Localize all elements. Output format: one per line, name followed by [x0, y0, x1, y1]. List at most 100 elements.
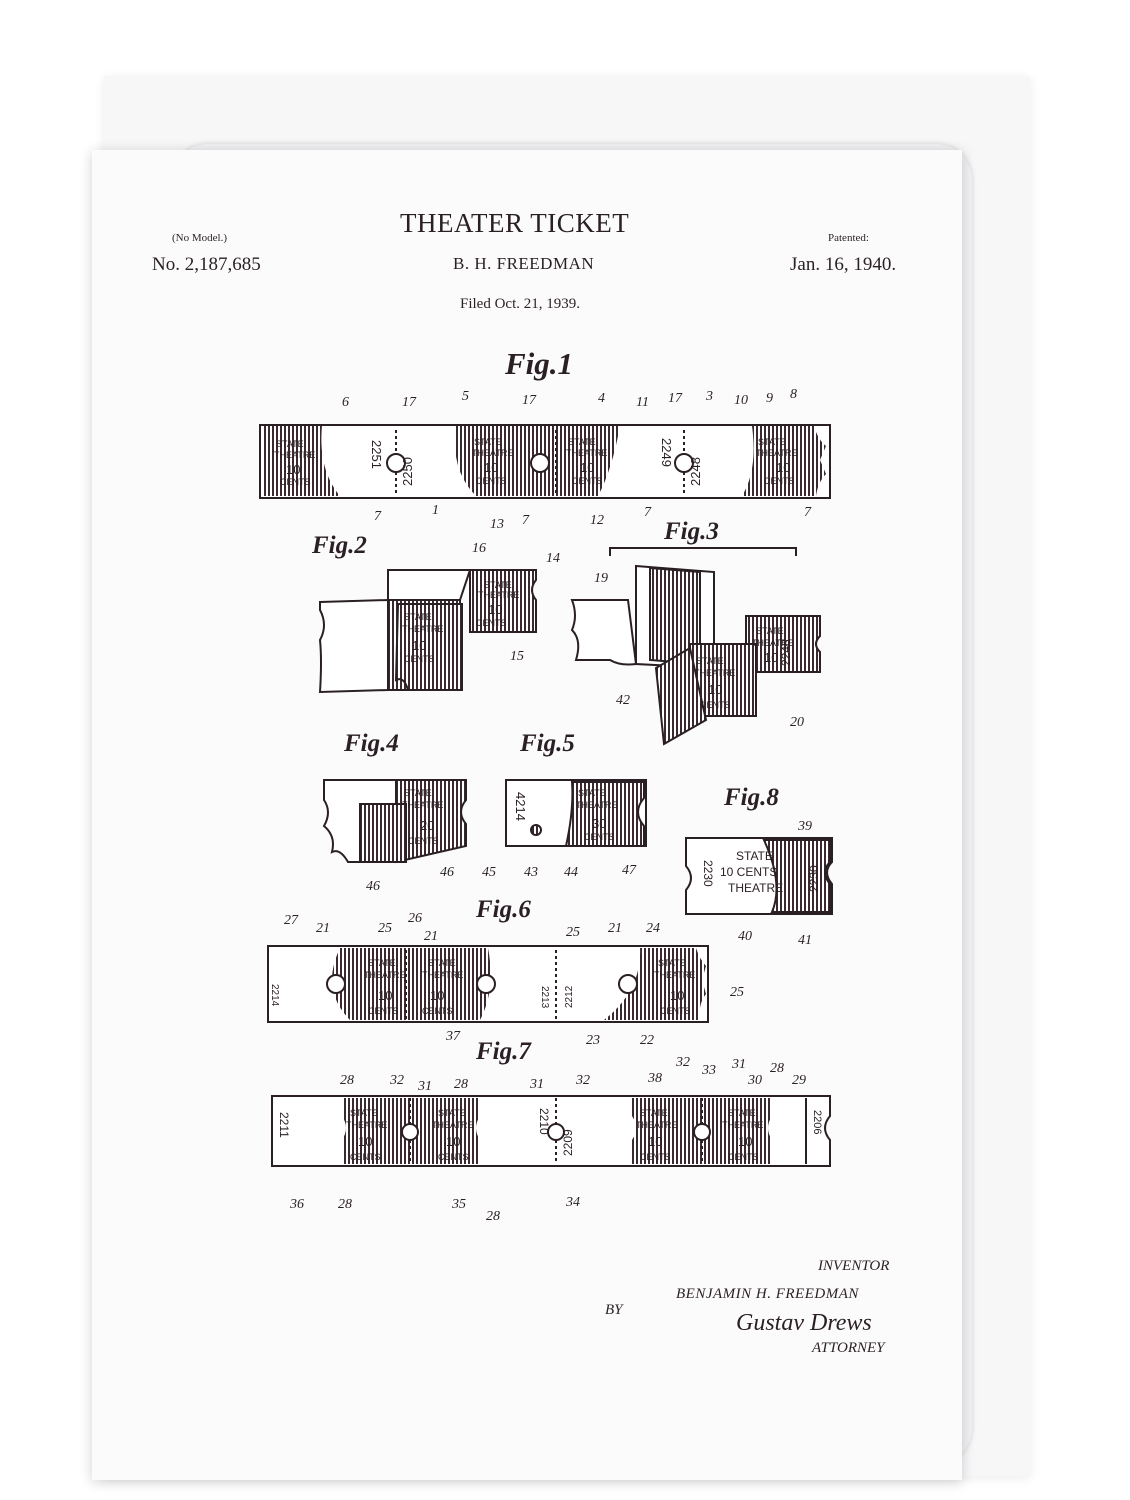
svg-text:21: 21 — [424, 929, 438, 944]
inventor-label: INVENTOR — [818, 1258, 890, 1274]
patent-number: No. 2,187,685 — [152, 254, 261, 275]
fig1-serial-2248: 2248 — [688, 457, 703, 486]
fig7-label: Fig.7 — [476, 1038, 531, 1065]
svg-text:40: 40 — [738, 929, 752, 944]
svg-text:37: 37 — [445, 1029, 461, 1044]
fig6-state-b: STATE — [428, 958, 456, 968]
svg-text:28: 28 — [340, 1073, 354, 1088]
fig1-state-a: STATE — [276, 439, 304, 449]
svg-text:27: 27 — [284, 913, 299, 928]
fig1-theatre-a: THEATRE — [274, 450, 315, 460]
fig1-cents-d: CENTS — [764, 476, 795, 486]
fig5-label: Fig.5 — [520, 730, 575, 757]
svg-text:3: 3 — [705, 389, 713, 404]
svg-text:13: 13 — [490, 517, 504, 532]
svg-text:16: 16 — [472, 541, 486, 556]
fig6-cents-c: CENTS — [660, 1006, 691, 1016]
fig7-state-b: STATE — [438, 1108, 466, 1118]
svg-text:28: 28 — [338, 1197, 352, 1212]
svg-text:19: 19 — [594, 571, 608, 586]
svg-text:43: 43 — [524, 865, 538, 880]
svg-text:35: 35 — [451, 1197, 466, 1212]
fig5-cents: CENTS — [584, 832, 615, 842]
fig2-label: Fig.2 — [312, 532, 367, 559]
svg-text:32: 32 — [575, 1073, 590, 1088]
fig7-state-c: STATE — [640, 1108, 668, 1118]
svg-text:47: 47 — [622, 863, 637, 878]
patent-title: THEATER TICKET — [400, 208, 630, 238]
fig3-theatre-a: THEATRE — [752, 638, 793, 648]
svg-text:10: 10 — [734, 393, 748, 408]
fig5-serial-4214: 4214 — [513, 792, 528, 821]
fig6-serial-2214: 2214 — [269, 984, 280, 1007]
fig8-ten-cents: 10 CENTS — [720, 865, 777, 879]
svg-text:28: 28 — [770, 1061, 784, 1076]
fig6-ten-a: 10 — [378, 988, 392, 1003]
svg-text:5: 5 — [462, 389, 469, 404]
filed-date: Filed Oct. 21, 1939. — [460, 296, 580, 312]
fig2-theatre-b: THEATRE — [402, 624, 443, 634]
fig7-theatre-a: THEATRE — [346, 1120, 387, 1130]
fig6-ticket-strip — [267, 945, 709, 1023]
fig6-state-a: STATE — [368, 958, 396, 968]
fig7-theatre-c: THEATRE — [636, 1120, 677, 1130]
fig7-state-a: STATE — [350, 1108, 378, 1118]
fig8-state: STATE — [736, 849, 773, 863]
patent-date: Jan. 16, 1940. — [790, 254, 897, 275]
fig5-ticket — [505, 779, 647, 847]
attorney-signature: Gustav Drews — [736, 1310, 872, 1336]
svg-text:32: 32 — [675, 1055, 690, 1070]
fig7-cents-a: CENTS — [350, 1152, 381, 1162]
fig1-cents-a: CENTS — [280, 477, 311, 487]
fig1-numerals: 6 17 5 17 4 11 17 3 10 9 8 7 1 13 7 12 7… — [342, 387, 812, 532]
fig2-cents-a: CENTS — [476, 618, 507, 628]
svg-text:29: 29 — [792, 1073, 806, 1088]
fig1-ten-a: 10 — [286, 462, 300, 477]
fig1-label: Fig.1 — [505, 346, 574, 381]
fig7-cents-b: CENTS — [438, 1152, 469, 1162]
svg-text:44: 44 — [564, 865, 578, 880]
fig5-thirty: 30 — [592, 816, 606, 831]
fig4-theatre: THEATRE — [402, 800, 443, 810]
fig8-serial-right: 2230 — [807, 865, 821, 892]
fig1-serial-2249: 2249 — [659, 438, 674, 467]
svg-text:46: 46 — [366, 879, 380, 894]
fig2-ten-b: 10 — [412, 638, 426, 653]
fig7-numerals: 28 32 31 28 31 32 38 32 33 31 30 28 29 3… — [289, 1055, 806, 1224]
fig2-state-a: STATE — [484, 580, 512, 590]
svg-text:22: 22 — [640, 1033, 654, 1048]
fig4-cents: CENTS — [408, 836, 439, 846]
fig6-theatre-c: THEATRE — [654, 970, 695, 980]
inventor-name: B. H. FREEDMAN — [453, 254, 595, 273]
fig7-ticket-strip — [271, 1095, 831, 1167]
svg-text:9: 9 — [766, 391, 773, 406]
svg-text:34: 34 — [565, 1195, 580, 1210]
fig5-state: STATE — [578, 788, 606, 798]
inventor-signature: BENJAMIN H. FREEDMAN — [676, 1286, 859, 1302]
fig1-theatre-d: THEATRE — [756, 448, 797, 458]
svg-text:25: 25 — [730, 985, 744, 1000]
fig1-cents-c: CENTS — [572, 476, 603, 486]
attorney-label: ATTORNEY — [812, 1340, 885, 1356]
fig6-cents-a: CENTS — [368, 1006, 399, 1016]
fig7-serial-2206: 2206 — [811, 1110, 823, 1134]
fig3-label: Fig.3 — [664, 518, 719, 545]
svg-text:41: 41 — [798, 933, 812, 948]
fig2-folded-tickets — [318, 569, 537, 694]
svg-text:6: 6 — [342, 395, 349, 410]
fig3-serial: 2248 — [779, 639, 793, 666]
svg-text:21: 21 — [608, 921, 622, 936]
fig1-serial-2251: 2251 — [369, 440, 384, 469]
fig2-theatre-a: THEATRE — [478, 590, 519, 600]
svg-text:15: 15 — [510, 649, 524, 664]
fig8-serial-left: 2230 — [701, 860, 715, 887]
fig1-theatre-b: THEATRE — [472, 448, 513, 458]
fig4-twenty: 20 — [420, 818, 434, 833]
svg-text:1: 1 — [432, 503, 439, 518]
patented-label: Patented: — [828, 232, 869, 244]
svg-text:42: 42 — [616, 693, 630, 708]
fig3-ten-b: 10 — [708, 682, 722, 697]
svg-text:21: 21 — [316, 921, 330, 936]
fig7-serial-2211: 2211 — [277, 1112, 291, 1138]
